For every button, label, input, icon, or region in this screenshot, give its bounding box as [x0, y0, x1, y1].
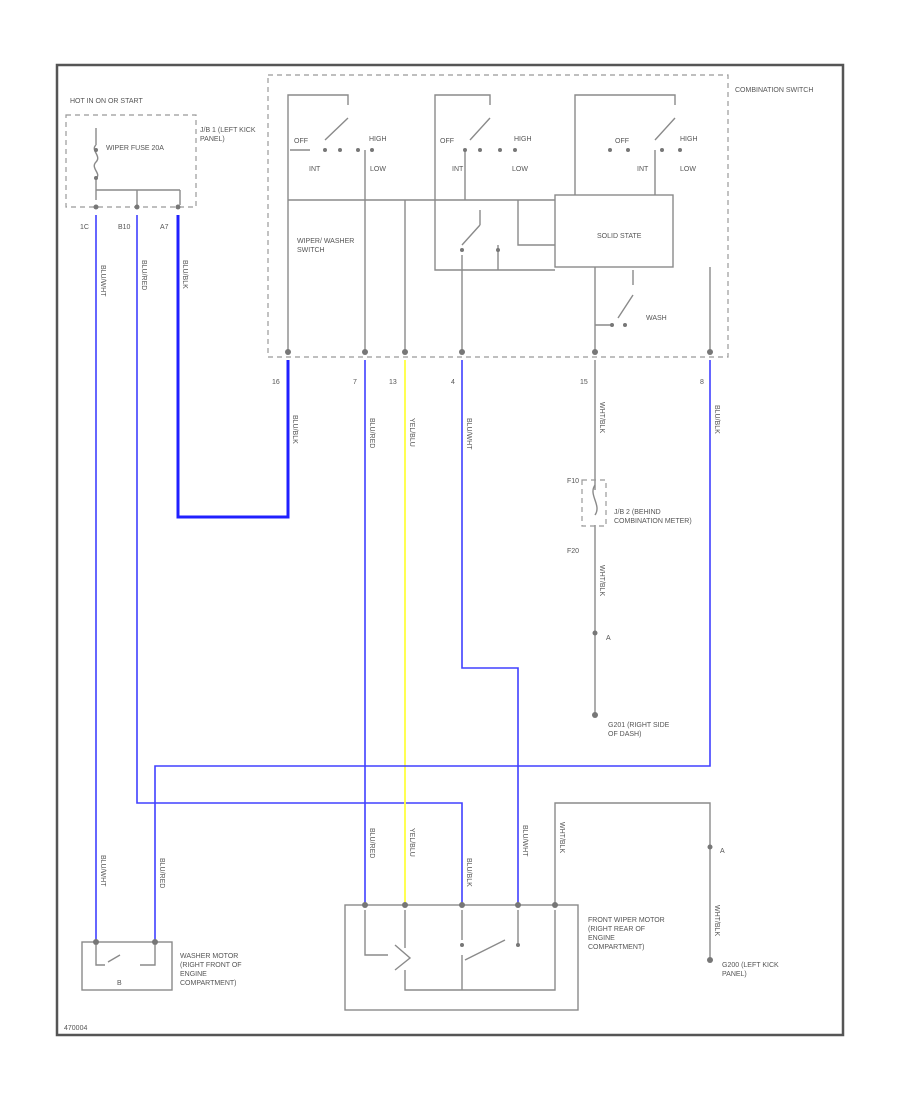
g200-marker: A [720, 848, 725, 855]
solid-state-label: SOLID STATE [597, 233, 642, 240]
fuse-name: WIPER FUSE 20A [106, 145, 164, 152]
hot-in-label: HOT IN ON OR START [70, 98, 143, 105]
solid-state-box [554, 194, 674, 268]
wire-label-17: WHT/BLK [558, 822, 565, 853]
switch-pin-15: 15 [580, 379, 588, 386]
fuse-icon [93, 128, 99, 200]
wire-label-14: YEL/BLU [408, 828, 415, 857]
wire-label-10: WHT/BLK [598, 565, 605, 596]
washer-motor-marker: B [117, 980, 122, 987]
wire-label-13: BLU/RED [368, 828, 375, 858]
switch-pos-off-3: OFF [615, 138, 629, 145]
wiper-motor-internals [364, 910, 556, 991]
switch-pos-off-1: OFF [294, 138, 308, 145]
switch-pos-off-2: OFF [440, 138, 454, 145]
wire-b10-wiper [136, 215, 463, 905]
wire-label-5: BLU/RED [368, 418, 375, 448]
washer-switch-label: WASH [646, 315, 667, 322]
switch-pos-high-1: HIGH [369, 136, 387, 143]
wire-a7-switch16 [176, 215, 290, 519]
washer-motor-symbol [95, 945, 156, 966]
combination-switch-outline [267, 74, 729, 358]
fuse-pin-1: 1C [80, 224, 89, 231]
jb2-conn-top: F10 [567, 478, 579, 485]
wire-label-3: BLU/BLK [181, 260, 188, 289]
switch-pos-int-1: INT [309, 166, 321, 173]
wire-label-8: WHT/BLK [598, 402, 605, 433]
switch-pos-low-1: LOW [370, 166, 386, 173]
wire-label-1: BLU/WHT [99, 265, 106, 297]
jb2-outline [581, 479, 607, 527]
switch-pos-high-3: HIGH [680, 136, 698, 143]
wire-label-11: BLU/WHT [99, 855, 106, 887]
wire-label-9: BLU/BLK [713, 405, 720, 434]
switch-pos-int-3: INT [637, 166, 649, 173]
wire-switch8-washer [154, 360, 711, 940]
switch-pos-low-3: LOW [680, 166, 696, 173]
switch-pin-16: 16 [272, 379, 280, 386]
wire-label-2: BLU/RED [140, 260, 147, 290]
jb2-conn-bottom: F20 [567, 548, 579, 555]
combination-switch: COMBINATION SWITCH OFF HIGH INT LOW OFF … [267, 74, 813, 358]
wire-label-15: BLU/BLK [465, 858, 472, 887]
switch-pin-7: 7 [353, 379, 357, 386]
wire-labels: BLU/WHT BLU/RED BLU/BLK BLU/BLK BLU/RED … [99, 260, 720, 936]
wire-label-4: BLU/BLK [291, 415, 298, 444]
washer-motor-box [81, 941, 173, 991]
fuse-box-outline [65, 114, 197, 208]
switch-pos-int-2: INT [452, 166, 464, 173]
wire-harness [95, 215, 711, 960]
switch-pos-high-2: HIGH [514, 136, 532, 143]
wire-label-6: YEL/BLU [408, 418, 415, 447]
wire-wiper-ground [554, 802, 711, 960]
combination-switch-pins: 16 7 13 4 15 8 [272, 349, 713, 386]
g201-marker: A [606, 635, 611, 642]
switch-pin-4: 4 [451, 379, 455, 386]
combination-switch-title: COMBINATION SWITCH [735, 87, 813, 94]
fuse-box: HOT IN ON OR START WIPER FUSE 20A J/B 1 … [65, 98, 256, 231]
wire-label-18: WHT/BLK [713, 905, 720, 936]
footer-code: 470004 [64, 1025, 87, 1032]
switch-pin-13: 13 [389, 379, 397, 386]
wire-label-16: BLU/WHT [521, 825, 528, 857]
fuse-pin-3: A7 [160, 224, 169, 231]
diagram-frame [55, 63, 845, 1037]
switch-pos-low-2: LOW [512, 166, 528, 173]
jb2-fuse-link [592, 484, 598, 516]
wire-label-7: BLU/WHT [465, 418, 472, 450]
wire-switch4-wiper [461, 360, 519, 905]
switch-pin-8: 8 [700, 379, 704, 386]
fuse-pin-2: B10 [118, 224, 131, 231]
wire-label-12: BLU/RED [158, 858, 165, 888]
